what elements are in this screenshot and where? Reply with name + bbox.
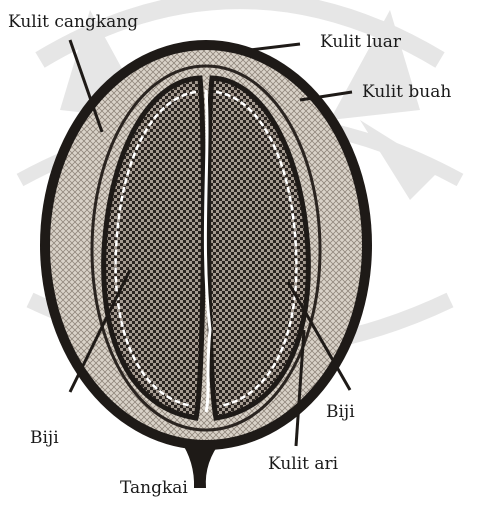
label-biji-right: Biji [326, 404, 355, 421]
leader-kulit-luar [250, 44, 300, 50]
label-tangkai: Tangkai [120, 480, 188, 497]
label-kulit-buah: Kulit buah [362, 84, 451, 101]
label-kulit-cangkang: Kulit cangkang [8, 14, 138, 31]
label-biji-left: Biji [30, 430, 59, 447]
label-kulit-ari: Kulit ari [268, 456, 338, 473]
label-kulit-luar: Kulit luar [320, 34, 401, 51]
